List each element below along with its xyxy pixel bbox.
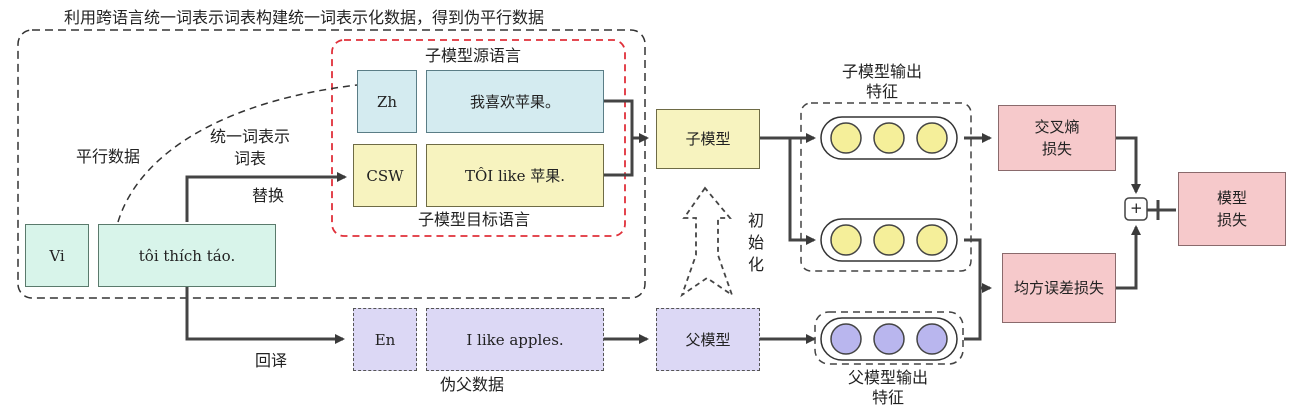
sub-input-join <box>604 99 634 177</box>
parent-output-feature-region <box>814 311 964 365</box>
en-tag-box: En <box>353 308 417 371</box>
csw-tag-box: CSW <box>353 144 417 207</box>
parallel-data-curve <box>117 84 358 223</box>
sub-feature-circles-2 <box>830 224 948 256</box>
init-label: 初 始 化 <box>748 211 765 274</box>
plus-symbol: + <box>1130 199 1143 217</box>
sub-model-language-region <box>331 39 626 237</box>
replace-label: 替换 <box>252 186 285 205</box>
en-sentence-box: I like apples. <box>426 308 604 371</box>
features-to-mse-arrow-1 <box>964 238 992 293</box>
sub-feature-circles-1 <box>830 122 948 154</box>
parent-output-feature-label: 父模型输出 特征 <box>848 368 929 407</box>
csw-sentence-box: TÔI like 苹果. <box>426 144 604 207</box>
parent-feature-circles <box>830 323 948 355</box>
mse-loss-box: 均方误差损失 <box>1002 253 1116 323</box>
cross-entropy-loss-box: 交叉熵 损失 <box>998 105 1116 171</box>
top-caption: 利用跨语言统一词表示词表构建统一词表示化数据，得到伪平行数据 <box>64 8 545 27</box>
sub-output-feature-label: 子模型输出 特征 <box>842 62 923 101</box>
sub-output-feature-region <box>800 102 972 272</box>
parent-model-box: 父模型 <box>656 308 760 371</box>
features-to-mse-arrow-2 <box>964 288 982 341</box>
unified-vocab-label: 统一词表示 词表 <box>210 127 291 168</box>
back-translation-label: 回译 <box>255 351 288 370</box>
replace-arrow <box>185 172 347 222</box>
zh-sentence-box: 我喜欢苹果。 <box>426 70 604 133</box>
unified-data-region <box>17 29 646 299</box>
sub-source-lang-label: 子模型源语言 <box>425 46 522 65</box>
sub-model-box: 子模型 <box>656 109 760 169</box>
vi-tag-box: Vi <box>25 224 89 287</box>
pseudo-data-label: 伪父数据 <box>440 375 505 394</box>
vi-sentence-box: tôi thích táo. <box>98 224 276 287</box>
ce-to-plus-arrow <box>1116 136 1141 194</box>
sub-to-features-arrow-2 <box>788 138 816 245</box>
sub-target-lang-label: 子模型目标语言 <box>418 210 531 229</box>
parallel-data-label: 平行数据 <box>76 147 141 166</box>
init-arrow <box>680 186 734 298</box>
mse-to-plus-arrow <box>1116 225 1141 290</box>
back-translation-arrow <box>185 287 345 344</box>
zh-tag-box: Zh <box>357 70 417 133</box>
plus-node <box>1124 197 1148 221</box>
model-loss-box: 模型 损失 <box>1178 172 1286 246</box>
